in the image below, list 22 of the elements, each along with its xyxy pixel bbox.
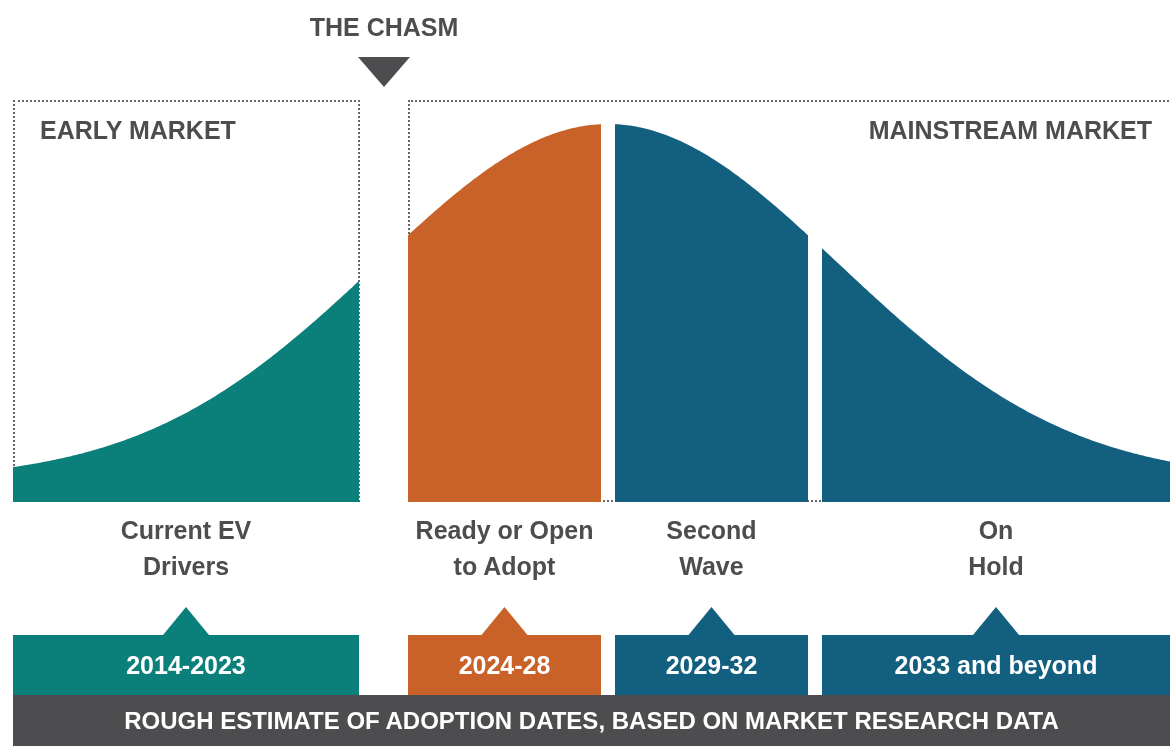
date-tab <box>13 606 359 695</box>
bell-curve-segment <box>408 124 601 502</box>
bell-curve-segment <box>822 248 1170 502</box>
date-range-text: 2024-28 <box>457 649 552 681</box>
market-heading: EARLY MARKET <box>40 115 236 146</box>
segment-label: Ready or Open to Adopt <box>414 515 595 582</box>
segment-label: Current EV Drivers <box>119 515 253 582</box>
date-range-text: 2014-2023 <box>125 649 247 681</box>
bell-curve-segment <box>615 124 808 502</box>
segment-label: Second Wave <box>665 515 758 582</box>
market-region-box <box>13 100 360 502</box>
footer-bar: ROUGH ESTIMATE OF ADOPTION DATES, BASED ON MARKET RESEARCH DATA <box>13 695 1170 746</box>
date-tab <box>408 606 601 695</box>
date-range-text: 2033 and beyond <box>893 649 1099 681</box>
chasm-label: THE CHASM <box>308 12 460 43</box>
market-heading: MAINSTREAM MARKET <box>868 115 1152 146</box>
date-range-text: 2029-32 <box>664 649 759 681</box>
bell-curve-segment <box>13 280 359 502</box>
segment-label: On Hold <box>967 515 1025 582</box>
date-tab <box>822 606 1170 695</box>
market-region-box <box>408 100 1170 502</box>
date-tab <box>615 606 808 695</box>
